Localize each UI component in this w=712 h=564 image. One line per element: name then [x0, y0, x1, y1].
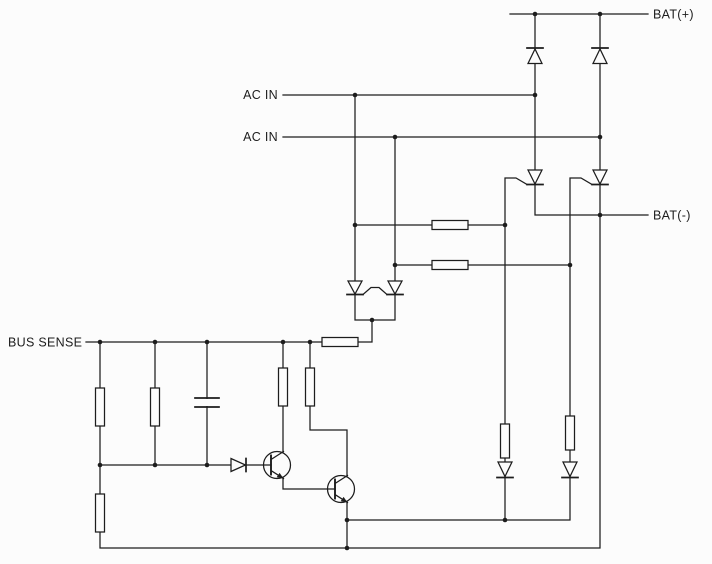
trigger-scr-2: [386, 280, 404, 296]
resistor-bias-2: [304, 367, 316, 407]
transistor-q2: [326, 474, 356, 504]
bat-plus-label: BAT(+): [653, 8, 694, 22]
resistor-gate-2: [431, 259, 469, 271]
resistor-right-1: [499, 423, 511, 459]
q2-emitter-arrow: [340, 496, 348, 503]
resistor-bias-1: [277, 367, 289, 407]
ac-in-label-1: AC IN: [243, 88, 278, 102]
rectifier-diode-2: [591, 47, 609, 65]
q1-emitter-arrow: [276, 472, 284, 479]
bus-sense-label: BUS SENSE: [8, 336, 82, 350]
bat-minus-label: BAT(-): [653, 209, 691, 223]
capacitor: [194, 397, 220, 408]
resistor-left-lower: [94, 493, 106, 533]
component-layer: [94, 47, 609, 533]
trigger-scr-1: [346, 280, 364, 296]
resistor-left-1: [94, 387, 106, 427]
signal-diode: [230, 457, 248, 473]
main-scr-2: [591, 169, 609, 186]
resistor-gate-1: [431, 219, 469, 231]
rectifier-diode-1: [526, 47, 544, 65]
junction-dots: [97, 11, 603, 551]
label-layer: BAT(+) AC IN AC IN BAT(-) BUS SENSE: [8, 8, 694, 350]
resistor-left-2: [149, 387, 161, 427]
ac-in-label-2: AC IN: [243, 130, 278, 144]
transistor-q1: [262, 450, 292, 480]
main-scr-1: [526, 169, 544, 186]
lower-diode-1: [496, 461, 514, 479]
resistor-right-2: [564, 415, 576, 451]
resistor-bus-series: [321, 336, 359, 348]
lower-diode-2: [561, 461, 579, 479]
